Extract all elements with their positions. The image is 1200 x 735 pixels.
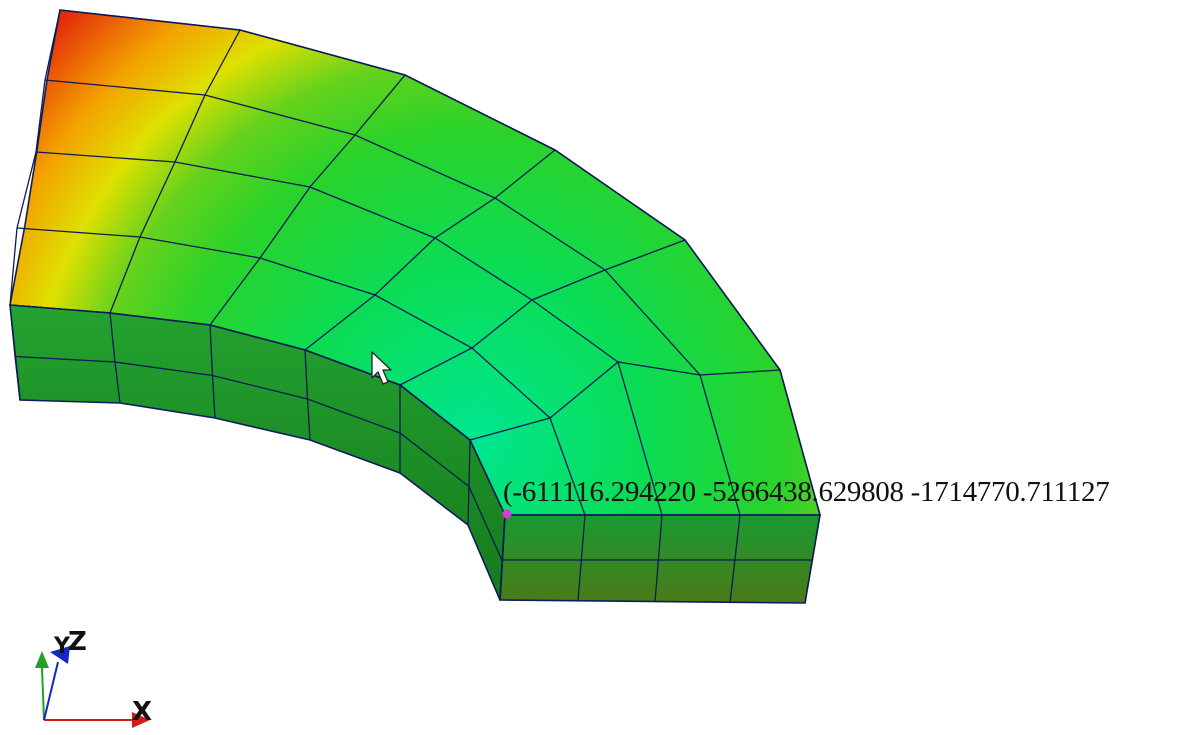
side-vertical-line — [109, 312, 121, 404]
end-vertical-line — [577, 514, 586, 602]
mesh-spoke-line — [109, 29, 241, 314]
end-face[interactable] — [499, 514, 821, 604]
mesh-spoke-line — [399, 239, 686, 386]
end-vertical-line — [804, 514, 821, 604]
arrow-pointer-icon — [371, 351, 392, 385]
mesh-spoke-line — [9, 9, 61, 306]
mesh-spoke-line — [209, 74, 406, 326]
pick-point-marker — [502, 509, 512, 519]
y-axis-arrowhead — [35, 651, 49, 668]
z-axis-arrowhead — [50, 646, 70, 664]
side-vertical-line — [209, 324, 216, 419]
mesh-spoke-line — [469, 361, 781, 441]
z-axis-label: Z — [68, 627, 87, 657]
side-vertical-line — [304, 349, 311, 441]
side-vertical-line — [467, 439, 471, 526]
side-vertical-line — [9, 304, 21, 401]
x-axis-arrowhead — [132, 712, 150, 728]
axes-triad — [35, 646, 150, 728]
end-vertical-line — [729, 514, 741, 604]
mesh-spoke-line — [304, 149, 556, 351]
pick-coordinate-readout: (-611116.294220 -5266438.629808 -1714770… — [503, 476, 1110, 508]
end-vertical-line — [654, 514, 663, 603]
x-axis-label: X — [132, 697, 153, 727]
mesh-grid — [9, 9, 821, 604]
y-axis-label: Y — [54, 634, 70, 659]
end-vertical-line — [499, 514, 506, 601]
